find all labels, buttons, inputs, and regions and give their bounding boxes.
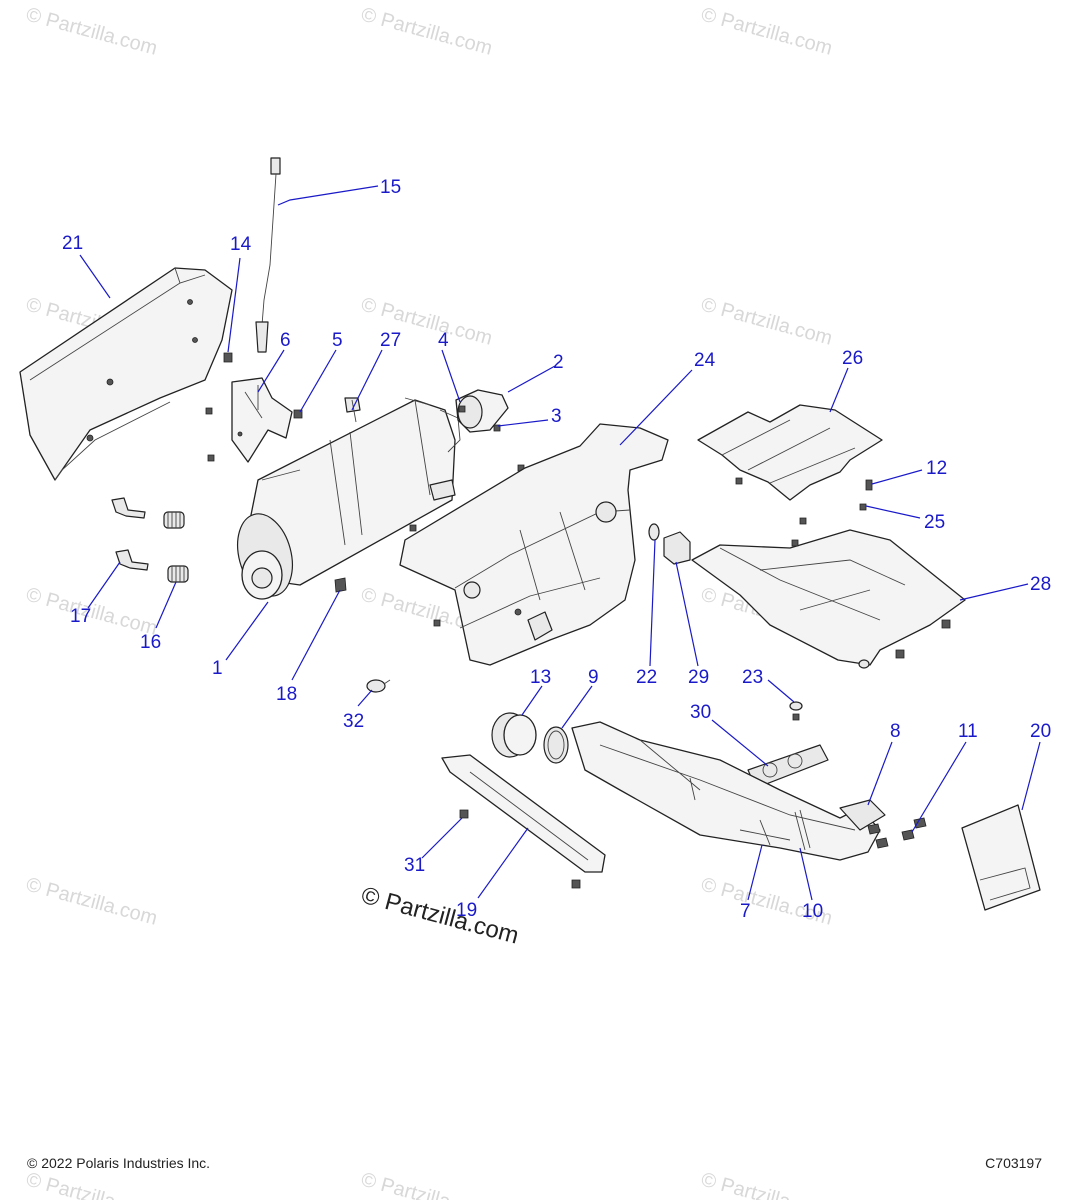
part-13-coupler <box>491 712 537 758</box>
callout-4: 4 <box>438 330 449 351</box>
part-29-rubber-mount <box>663 531 691 565</box>
part-18-clip <box>334 577 347 593</box>
callout-14: 14 <box>230 234 252 255</box>
callout-16: 16 <box>140 632 161 653</box>
part-10-clamp <box>794 809 811 851</box>
part-27-strap <box>351 399 357 423</box>
watermark: © Partzilla.com <box>359 1169 495 1200</box>
callout-26: 26 <box>842 348 863 369</box>
diagram-code: C703197 <box>985 1155 1042 1171</box>
watermark: © Partzilla.com <box>359 4 495 60</box>
callout-18: 18 <box>276 684 297 705</box>
part-7-exhaust-pipe <box>739 819 791 846</box>
bolt-hardware-shield <box>409 524 441 627</box>
callout-13: 13 <box>530 667 551 688</box>
part-19-bracket <box>441 754 606 873</box>
watermark: © Partzilla.com <box>24 4 160 60</box>
callout-7: 7 <box>740 901 751 922</box>
part-8-head-pipe <box>571 721 886 861</box>
part-20-plate <box>961 804 1041 911</box>
callout-2: 2 <box>553 352 564 373</box>
watermark-layer: © Partzilla.com © Partzilla.com © Partzi… <box>24 4 835 1200</box>
callout-10: 10 <box>802 901 823 922</box>
callout-31: 31 <box>404 855 425 876</box>
part-1-muffler <box>237 397 461 600</box>
part-12-bolt <box>865 479 873 491</box>
callout-25: 25 <box>924 512 945 533</box>
part-23-nut <box>789 701 803 721</box>
part-15-oxygen-sensor <box>255 157 281 353</box>
bolt-hardware-upper <box>205 407 303 462</box>
watermark: © Partzilla.com <box>24 874 160 930</box>
part-17-bolts <box>111 497 149 571</box>
callout-24: 24 <box>694 350 716 371</box>
part-21-side-heat-shield <box>19 267 233 481</box>
part-6-sensor-shield <box>231 377 293 463</box>
callout-28: 28 <box>1030 574 1051 595</box>
callout-32: 32 <box>343 711 364 732</box>
part-26-upper-heat-shield <box>697 404 883 501</box>
part-9-clamp-ring <box>543 726 569 764</box>
callout-17: 17 <box>70 606 91 627</box>
watermark: © Partzilla.com <box>699 1169 835 1200</box>
center-watermark: © Partzilla.com <box>358 882 521 950</box>
callout-12: 12 <box>926 458 947 479</box>
copyright-notice: © 2022 Polaris Industries Inc. <box>27 1155 211 1171</box>
callout-22: 22 <box>636 667 657 688</box>
callout-29: 29 <box>688 667 709 688</box>
callout-11: 11 <box>958 721 978 742</box>
watermark: © Partzilla.com <box>699 294 835 350</box>
callout-23: 23 <box>742 667 763 688</box>
part-24-heat-shield <box>399 423 669 666</box>
callout-6: 6 <box>280 330 291 351</box>
part-25-bolt <box>735 477 867 525</box>
part-28-lower-heat-shield <box>691 529 966 669</box>
callout-15: 15 <box>380 177 401 198</box>
part-11-bolts <box>867 817 927 849</box>
part-22-grommet <box>648 523 660 541</box>
watermark: © Partzilla.com <box>699 4 835 60</box>
callout-3: 3 <box>551 406 562 427</box>
part-32-clamp <box>366 679 391 693</box>
callout-9: 9 <box>588 667 599 688</box>
leader-lines <box>79 185 1041 901</box>
watermark: © Partzilla.com <box>24 1169 160 1200</box>
callout-labels: 15 21 14 6 5 27 4 2 24 26 3 12 25 28 17 … <box>62 177 1051 922</box>
callout-27: 27 <box>380 330 401 351</box>
callout-20: 20 <box>1030 721 1051 742</box>
callout-8: 8 <box>890 721 901 742</box>
callout-1: 1 <box>212 658 223 679</box>
callout-19: 19 <box>456 900 477 921</box>
callout-21: 21 <box>62 233 83 254</box>
part-2-exhaust-tip <box>455 389 509 433</box>
callout-5: 5 <box>332 330 343 351</box>
callout-30: 30 <box>690 702 711 723</box>
part-16-springs <box>163 511 189 583</box>
part-14-fastener <box>223 352 233 363</box>
part-31-bolt <box>459 809 581 889</box>
